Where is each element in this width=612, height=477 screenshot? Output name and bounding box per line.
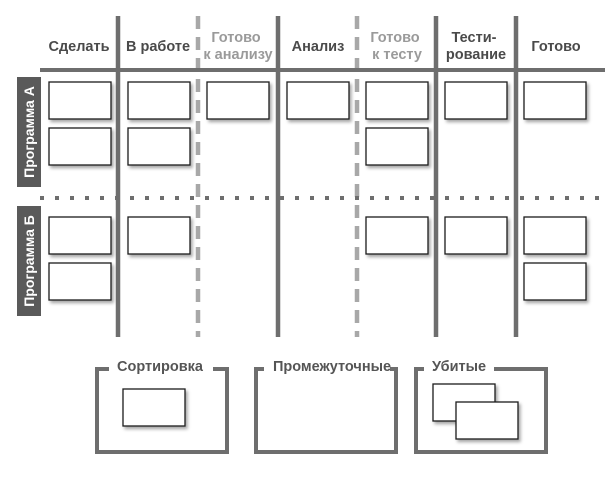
bin-card <box>122 388 186 427</box>
bin-label-sorting: Сортировка <box>117 359 204 375</box>
column-header-in-progress: В работе <box>126 39 190 55</box>
swimlane-tab-a: Программа А <box>17 77 41 187</box>
column-header-ready-for-test: Готово к тесту <box>370 30 423 63</box>
task-card <box>48 262 112 301</box>
task-card <box>286 81 350 120</box>
column-header-ready-for-analysis: Готово к анализу <box>203 30 272 63</box>
bin-cards <box>122 383 519 440</box>
task-card <box>523 216 587 255</box>
swimlane-label-b: Программа Б <box>21 215 37 307</box>
bin-card <box>455 401 519 440</box>
task-card <box>48 127 112 166</box>
column-headers: Сделать В работе Готово к анализу Анализ… <box>48 30 580 63</box>
task-card <box>365 127 429 166</box>
bin-frame <box>95 367 229 454</box>
task-card <box>444 216 508 255</box>
task-card <box>206 81 270 120</box>
swimlane-tab-b: Программа Б <box>17 206 41 316</box>
task-card <box>48 81 112 120</box>
column-header-testing: Тести- рование <box>446 30 506 63</box>
swimlane-label-a: Программа А <box>21 86 37 178</box>
board-cards <box>48 81 587 301</box>
task-card <box>48 216 112 255</box>
task-card <box>523 81 587 120</box>
bin-label-intermediate: Промежуточные <box>273 359 391 375</box>
task-card <box>127 81 191 120</box>
bin-sorting: Сортировка <box>95 359 229 454</box>
task-card <box>365 216 429 255</box>
bin-killed: Убитые <box>414 359 548 454</box>
column-header-todo: Сделать <box>48 39 109 55</box>
column-header-done: Готово <box>531 39 580 55</box>
task-card <box>127 127 191 166</box>
column-dividers <box>115 16 519 337</box>
swimlane-tab-background <box>17 206 41 316</box>
bin-intermediate: Промежуточные <box>254 359 398 454</box>
swimlane-tab-background <box>17 77 41 187</box>
column-header-analysis: Анализ <box>292 39 345 55</box>
task-card <box>365 81 429 120</box>
task-card <box>444 81 508 120</box>
task-card <box>523 262 587 301</box>
bin-label-killed: Убитые <box>432 359 486 375</box>
bin-frame <box>254 367 398 454</box>
bin-frame <box>414 367 548 454</box>
task-card <box>127 216 191 255</box>
